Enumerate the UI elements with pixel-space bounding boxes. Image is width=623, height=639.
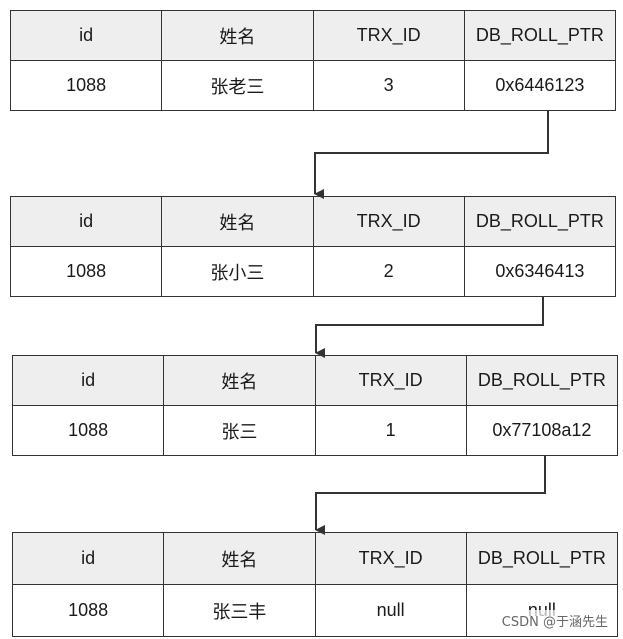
header-id: id bbox=[9, 10, 163, 61]
csdn-watermark: CSDN @于涵先生 bbox=[498, 610, 611, 631]
header-id: id bbox=[11, 355, 165, 406]
roll-pointer-arrow-2 bbox=[315, 297, 544, 358]
cell-name: 张老三 bbox=[161, 60, 314, 111]
cell-id: 1088 bbox=[11, 405, 165, 456]
header-db-roll-ptr: DB_ROLL_PTR bbox=[463, 10, 617, 61]
header-trx-id: TRX_ID bbox=[314, 532, 467, 585]
version-record-2: id 姓名 TRX_ID DB_ROLL_PTR 1088 张小三 2 0x63… bbox=[9, 196, 617, 297]
cell-id: 1088 bbox=[11, 584, 165, 637]
cell-name: 张三丰 bbox=[163, 584, 316, 637]
header-name: 姓名 bbox=[163, 355, 316, 406]
cell-id: 1088 bbox=[9, 60, 163, 111]
header-row: id 姓名 TRX_ID DB_ROLL_PTR bbox=[9, 10, 617, 61]
roll-pointer-arrow-1 bbox=[314, 111, 549, 199]
cell-trx-id: 1 bbox=[314, 405, 467, 456]
header-row: id 姓名 TRX_ID DB_ROLL_PTR bbox=[11, 355, 619, 406]
cell-name: 张三 bbox=[163, 405, 316, 456]
cell-roll-ptr: 0x6446123 bbox=[463, 60, 617, 111]
cell-roll-ptr: 0x6346413 bbox=[463, 246, 617, 297]
header-db-roll-ptr: DB_ROLL_PTR bbox=[463, 196, 617, 247]
version-record-1: id 姓名 TRX_ID DB_ROLL_PTR 1088 张老三 3 0x64… bbox=[9, 10, 617, 111]
version-record-3: id 姓名 TRX_ID DB_ROLL_PTR 1088 张三 1 0x771… bbox=[11, 355, 619, 456]
header-db-roll-ptr: DB_ROLL_PTR bbox=[465, 532, 619, 585]
cell-trx-id: null bbox=[314, 584, 467, 637]
cell-id: 1088 bbox=[9, 246, 163, 297]
table-row: 1088 张小三 2 0x6346413 bbox=[9, 246, 617, 297]
header-db-roll-ptr: DB_ROLL_PTR bbox=[465, 355, 619, 406]
cell-roll-ptr: 0x77108a12 bbox=[465, 405, 619, 456]
cell-trx-id: 2 bbox=[312, 246, 465, 297]
cell-trx-id: 3 bbox=[312, 60, 465, 111]
roll-pointer-arrow-3 bbox=[315, 456, 546, 535]
table-row: 1088 张老三 3 0x6446123 bbox=[9, 60, 617, 111]
table-row: 1088 张三 1 0x77108a12 bbox=[11, 405, 619, 456]
header-row: id 姓名 TRX_ID DB_ROLL_PTR bbox=[11, 532, 619, 585]
header-id: id bbox=[11, 532, 165, 585]
header-trx-id: TRX_ID bbox=[312, 196, 465, 247]
